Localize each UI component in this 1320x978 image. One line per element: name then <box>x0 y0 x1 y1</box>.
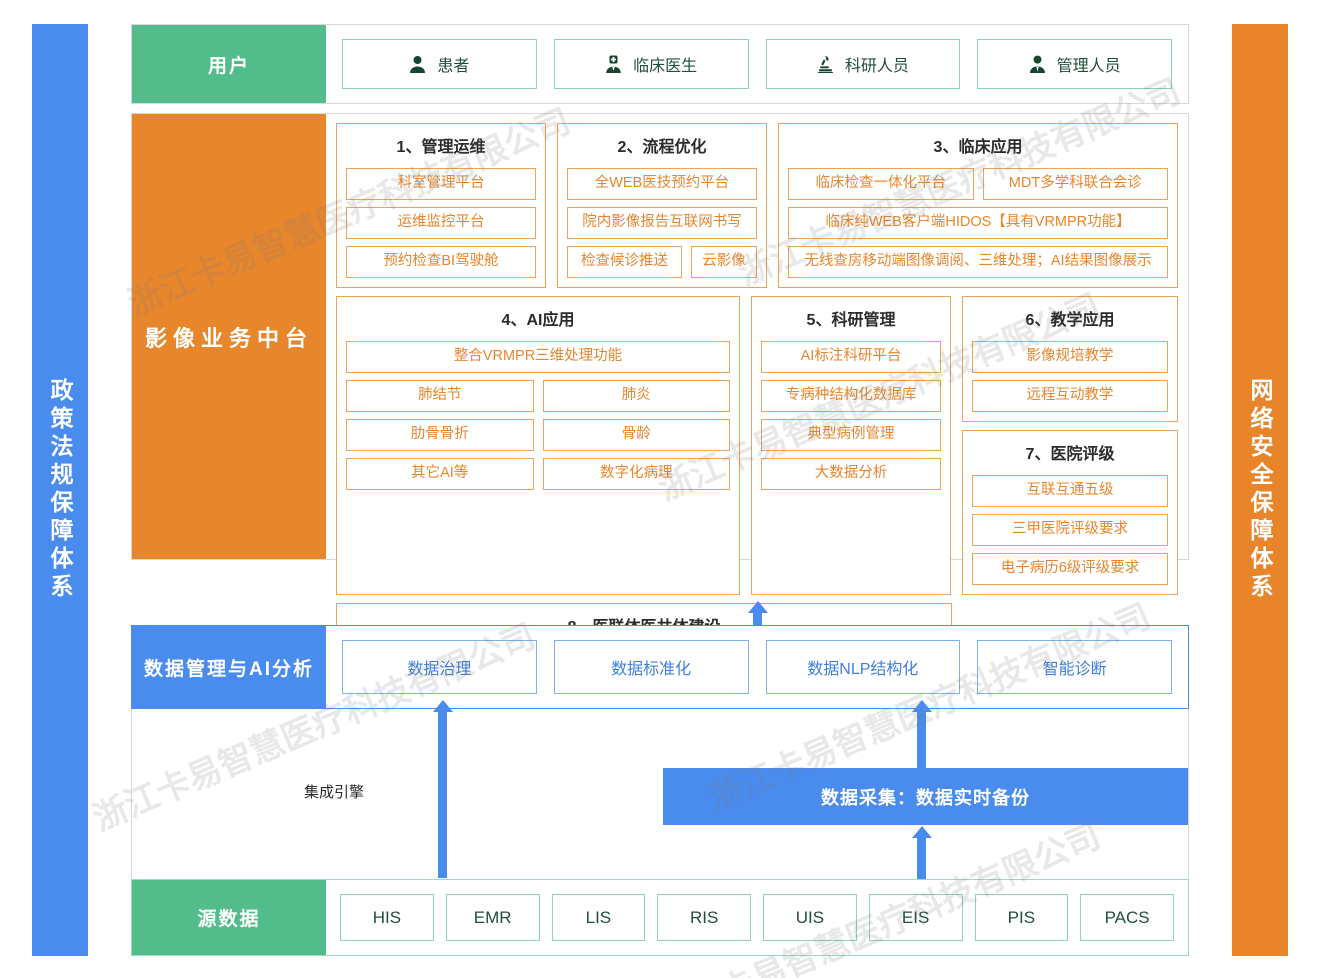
group-ai-application: 4、AI应用 整合VRMPR三维处理功能 肺结节 肺炎 肋骨骨折 骨龄 其它AI… <box>336 295 740 595</box>
band-integration-layer: 集成引擎 数据采集：数据实时备份 <box>131 709 1189 879</box>
group-item[interactable]: 数字化病理 <box>542 457 730 490</box>
user-chip-administrator[interactable]: 管理人员 <box>977 39 1172 89</box>
data-chip-nlp[interactable]: 数据NLP结构化 <box>765 640 961 694</box>
band-source-data-label: 源数据 <box>132 880 326 955</box>
source-chip-pis[interactable]: PIS <box>974 894 1069 941</box>
group-item[interactable]: 大数据分析 <box>761 457 941 490</box>
group-teaching-application: 6、教学应用 影像规培教学 远程互动教学 <box>962 295 1178 422</box>
group-item[interactable]: 运维监控平台 <box>346 206 536 239</box>
band-users-label: 用户 <box>132 25 326 103</box>
middle-row-2: 4、AI应用 整合VRMPR三维处理功能 肺结节 肺炎 肋骨骨折 骨龄 其它AI… <box>336 295 1178 595</box>
group-item[interactable]: MDT多学科联合会诊 <box>982 168 1168 200</box>
arrow-source-to-collection <box>917 837 926 879</box>
arrow-collection-to-data <box>917 711 926 768</box>
arrow-data-to-platform <box>753 612 762 625</box>
sidebar-network-security: 网络安全保障体系 <box>1232 24 1288 956</box>
source-chip-his[interactable]: HIS <box>340 894 434 941</box>
microscope-icon <box>817 55 834 73</box>
user-chip-patient[interactable]: 患者 <box>342 39 537 89</box>
sidebar-right-label: 网络安全保障体系 <box>1247 378 1273 602</box>
group-item[interactable]: 科室管理平台 <box>346 168 536 200</box>
group-item[interactable]: 临床检查一体化平台 <box>788 168 974 200</box>
group-item[interactable]: 三甲医院评级要求 <box>972 513 1168 546</box>
group-item[interactable]: 肋骨骨折 <box>346 418 534 451</box>
manager-icon <box>1029 55 1046 73</box>
group-item[interactable]: 专病种结构化数据库 <box>761 379 941 412</box>
band-data-management-label: 数据管理与AI分析 <box>132 626 326 708</box>
data-chip-standardization[interactable]: 数据标准化 <box>553 640 749 694</box>
source-chip-ris[interactable]: RIS <box>657 894 751 941</box>
group-title: 7、医院评级 <box>1025 445 1115 463</box>
group-item[interactable]: 影像规培教学 <box>972 340 1168 373</box>
doctor-icon <box>605 55 622 73</box>
source-chip-eis[interactable]: EIS <box>868 894 963 941</box>
data-collection-box[interactable]: 数据采集：数据实时备份 <box>663 768 1188 825</box>
band-imaging-platform: 影像业务中台 1、管理运维 科室管理平台 运维监控平台 预约检查BI驾驶舱 2、… <box>131 113 1189 690</box>
group-item[interactable]: 其它AI等 <box>346 457 534 490</box>
group-hospital-rating: 7、医院评级 互联互通五级 三甲医院评级要求 电子病历6级评级要求 <box>962 429 1178 595</box>
group-item[interactable]: 肺结节 <box>346 379 534 412</box>
patient-icon <box>409 55 426 73</box>
user-chip-label: 患者 <box>437 58 470 75</box>
band-imaging-platform-label: 影像业务中台 <box>132 114 326 559</box>
group-item[interactable]: 临床纯WEB客户端HIDOS【具有VRMPR功能】 <box>788 206 1168 239</box>
group-process-optimization: 2、流程优化 全WEB医技预约平台 院内影像报告互联网书写 检查候诊推送 云影像 <box>557 123 767 288</box>
band-source-data-body: HIS EMR LIS RIS UIS EIS PIS PACS <box>326 880 1188 955</box>
data-chip-intelligent-diagnosis[interactable]: 智能诊断 <box>977 640 1172 694</box>
diagram-main-stack: 用户 患者 临床医生 科研人员 <box>131 24 1189 956</box>
band-source-data: 源数据 HIS EMR LIS RIS UIS EIS PIS PACS <box>131 879 1189 956</box>
group-item[interactable]: 检查候诊推送 <box>567 245 682 278</box>
group-item[interactable]: AI标注科研平台 <box>761 340 941 373</box>
band-users-body: 患者 临床医生 科研人员 管理人员 <box>326 25 1188 103</box>
group-item[interactable]: 全WEB医技预约平台 <box>567 168 757 200</box>
group-management-ops: 1、管理运维 科室管理平台 运维监控平台 预约检查BI驾驶舱 <box>336 123 546 288</box>
user-chip-label: 管理人员 <box>1056 58 1121 75</box>
user-chip-label: 科研人员 <box>844 58 909 75</box>
group-clinical-application: 3、临床应用 临床检查一体化平台 MDT多学科联合会诊 临床纯WEB客户端HID… <box>778 123 1178 288</box>
source-chip-uis[interactable]: UIS <box>763 894 857 941</box>
group-item[interactable]: 无线查房移动端图像调阅、三维处理；AI结果图像展示 <box>788 245 1168 278</box>
group-title: 2、流程优化 <box>617 139 707 156</box>
group-item[interactable]: 整合VRMPR三维处理功能 <box>346 340 730 373</box>
group-title: 5、科研管理 <box>806 311 896 329</box>
group-title: 3、临床应用 <box>933 139 1023 156</box>
arrow-source-to-data-left <box>438 711 447 878</box>
user-chip-label: 临床医生 <box>633 58 698 75</box>
group-item[interactable]: 互联互通五级 <box>972 474 1168 507</box>
source-chip-emr[interactable]: EMR <box>445 894 540 941</box>
band-users: 用户 患者 临床医生 科研人员 <box>131 24 1189 104</box>
sidebar-policy-framework: 政策法规保障体系 <box>32 24 88 956</box>
group-item[interactable]: 远程互动教学 <box>972 379 1168 412</box>
user-chip-clinician[interactable]: 临床医生 <box>553 39 749 89</box>
group-research-management: 5、科研管理 AI标注科研平台 专病种结构化数据库 典型病例管理 大数据分析 <box>751 295 951 595</box>
group-item[interactable]: 院内影像报告互联网书写 <box>567 206 757 239</box>
source-chip-lis[interactable]: LIS <box>551 894 646 941</box>
group-item[interactable]: 肺炎 <box>542 379 730 412</box>
band-imaging-platform-body: 1、管理运维 科室管理平台 运维监控平台 预约检查BI驾驶舱 2、流程优化 全W… <box>326 114 1188 690</box>
sidebar-left-label: 政策法规保障体系 <box>47 378 73 602</box>
group-title: 4、AI应用 <box>501 311 575 329</box>
band-data-management: 数据管理与AI分析 数据治理 数据标准化 数据NLP结构化 智能诊断 <box>131 625 1189 709</box>
group-item[interactable]: 电子病历6级评级要求 <box>972 552 1168 585</box>
groups-teaching-and-rating: 6、教学应用 影像规培教学 远程互动教学 7、医院评级 互联互通五级 三甲医院评… <box>962 295 1178 595</box>
group-title: 6、教学应用 <box>1025 311 1115 329</box>
user-chip-researcher[interactable]: 科研人员 <box>765 39 961 89</box>
integration-engine-label: 集成引擎 <box>303 784 364 801</box>
middle-row-1: 1、管理运维 科室管理平台 运维监控平台 预约检查BI驾驶舱 2、流程优化 全W… <box>336 123 1178 288</box>
group-item[interactable]: 典型病例管理 <box>761 418 941 451</box>
group-item[interactable]: 骨龄 <box>542 418 730 451</box>
data-chip-governance[interactable]: 数据治理 <box>342 640 537 694</box>
group-title: 1、管理运维 <box>396 139 486 156</box>
band-data-management-body: 数据治理 数据标准化 数据NLP结构化 智能诊断 <box>326 626 1188 708</box>
source-chip-pacs[interactable]: PACS <box>1080 894 1174 941</box>
group-item[interactable]: 预约检查BI驾驶舱 <box>346 245 536 278</box>
group-item[interactable]: 云影像 <box>691 245 757 278</box>
